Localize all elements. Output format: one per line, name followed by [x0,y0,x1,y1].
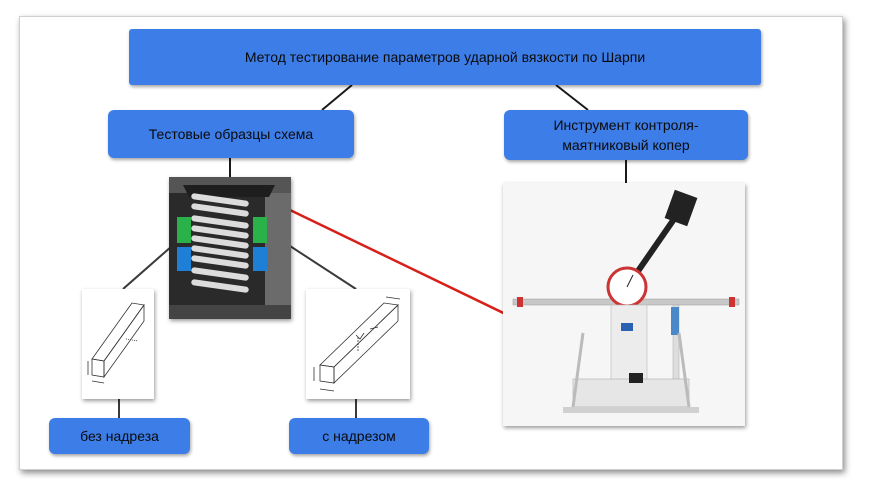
test-samples-box: Тестовые образцы схема [108,110,354,158]
instrument-box: Инструмент контроля- маятниковый копер [504,110,748,160]
method-title-box: Метод тестирование параметров ударной вя… [129,29,761,85]
instrument-text-line2: маятниковый копер [562,137,690,153]
no-notch-box: без надреза [49,418,190,454]
instrument-text-line1: Инструмент контроля- [553,117,699,133]
method-title-text: Метод тестирование параметров ударной вя… [244,48,646,65]
notched-specimen-drawing [306,289,410,399]
test-specimens-photo [169,177,291,319]
pendulum-impact-tester-photo [503,183,745,426]
test-samples-text: Тестовые образцы схема [148,125,314,142]
unnotched-specimen-drawing [82,289,154,399]
notch-box: с надрезом [289,418,429,454]
no-notch-text: без надреза [80,427,159,444]
notch-text: с надрезом [322,427,396,444]
